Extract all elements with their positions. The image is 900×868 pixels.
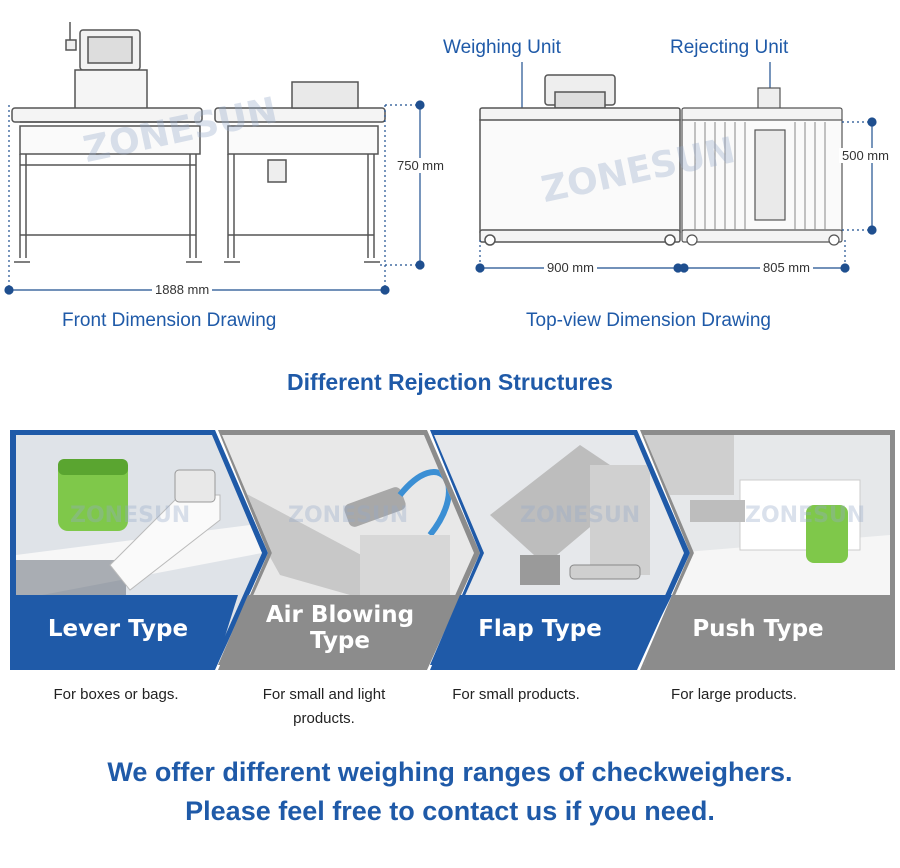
- air-blowing-description-line1: For small and light: [262, 686, 386, 703]
- footer-line-2: Please feel free to contact us if you ne…: [185, 796, 715, 826]
- top-rejecting-unit: [681, 87, 843, 246]
- panel-lever: [10, 430, 268, 670]
- air-blowing-description-line2: products.: [293, 710, 355, 727]
- front-drawing-caption: Front Dimension Drawing: [62, 310, 277, 331]
- front-height-label: 750 mm: [394, 158, 447, 173]
- panel-flap: [430, 430, 690, 670]
- rejection-section-title: Different Rejection Structures: [287, 369, 613, 395]
- rejecting-unit-label: Rejecting Unit: [670, 37, 789, 58]
- lever-watermark: ZONESUN: [70, 503, 191, 528]
- air-blowing-label-line1: Air Blowing: [265, 602, 415, 628]
- flap-type-label: Flap Type: [478, 616, 602, 642]
- footer-line-1: We offer different weighing ranges of ch…: [107, 757, 793, 787]
- push-watermark: ZONESUN: [745, 503, 866, 528]
- push-type-label: Push Type: [692, 616, 824, 642]
- panel-push: [640, 430, 895, 670]
- depth-label: 500 mm: [839, 148, 892, 163]
- rejection-banner: [10, 430, 895, 670]
- front-control-box: [65, 22, 148, 111]
- weighing-width-label: 900 mm: [544, 260, 597, 275]
- rejecting-width-label: 805 mm: [760, 260, 813, 275]
- lever-type-label: Lever Type: [47, 616, 189, 642]
- front-frame: [14, 154, 380, 263]
- front-dimension-drawing: [4, 22, 425, 295]
- air-watermark: ZONESUN: [288, 503, 409, 528]
- front-conveyor: [11, 81, 386, 155]
- top-view-drawing: [475, 62, 877, 273]
- lever-description-line1: For boxes or bags.: [53, 686, 179, 703]
- push-description: For large products.: [634, 683, 834, 707]
- top-weighing-unit: [479, 74, 681, 246]
- flap-description-line1: For small products.: [452, 686, 580, 703]
- weighing-unit-label: Weighing Unit: [443, 37, 561, 58]
- air-blowing-type-label: Air Blowing Type: [250, 602, 430, 654]
- push-description-line1: For large products.: [671, 686, 797, 703]
- flap-description: For small products.: [416, 683, 616, 707]
- top-drawing-caption: Top-view Dimension Drawing: [526, 310, 771, 331]
- flap-watermark: ZONESUN: [520, 503, 641, 528]
- air-blowing-description: For small and light products.: [224, 683, 424, 731]
- lever-description: For boxes or bags.: [16, 683, 216, 707]
- front-width-label: 1888 mm: [152, 282, 213, 297]
- air-blowing-label-line2: Type: [309, 628, 370, 654]
